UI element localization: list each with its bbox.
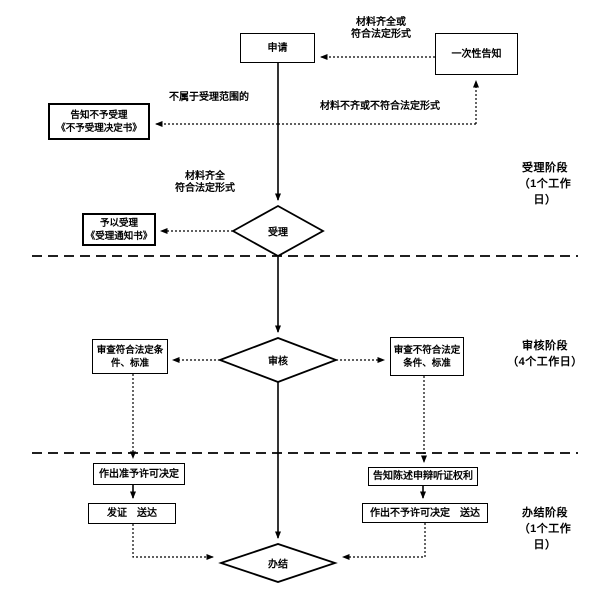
edge-label-complete-legal: 材料齐全 符合法定形式 [175,171,235,194]
stage-label-review: 审核阶段 （4个工作日） [507,340,583,368]
apply-label: 申请 [267,42,288,54]
reject-notice-box: 告知不予受理 《不予受理决定书》 [48,103,150,140]
apply-box: 申请 [240,33,315,63]
review-diamond-label: 审核 [268,356,288,368]
accept-diamond-label: 受理 [268,227,288,239]
review-diamond [217,337,339,383]
issue-deliver-label: 发证 送达 [107,508,157,519]
edge-label-incomplete: 材料不齐或不符合法定形式 [320,101,440,112]
grant-decision-label: 作出准予许可决定 [99,468,179,480]
accept-diamond [231,204,325,258]
one-time-notice-box: 一次性告知 [435,33,518,75]
reject-notice-line1: 告知不予受理 [70,109,128,121]
deny-decision-label: 作出不予许可决定 送达 [370,507,480,519]
reject-notice-line2: 《不予受理决定书》 [56,122,142,134]
review-pass-box: 审查符合法定条 件、标准 [92,339,168,374]
review-fail-box: 审查不符合法定 条件、标准 [390,337,464,376]
review-pass-line1: 审查符合法定条 [96,344,164,356]
deny-decision-box: 作出不予许可决定 送达 [362,503,488,523]
accept-notice-line1: 予以受理 [99,217,138,229]
accept-notice-line2: 《受理通知书》 [85,230,153,242]
finish-diamond-label: 办结 [268,559,288,571]
edge-label-out-of-scope: 不属于受理范围的 [169,92,249,103]
stage-label-finish: 办结阶段 （1个工作 日） [518,507,572,551]
review-pass-line2: 件、标准 [110,357,149,369]
inform-rights-label: 告知陈述申辩听证权利 [373,471,473,482]
accept-notice-box: 予以受理 《受理通知书》 [82,213,156,246]
stage-label-accept: 受理阶段 （1个工作 日） [518,162,572,206]
issue-deliver-box: 发证 送达 [88,503,176,524]
edge-deny-to-finish [342,523,426,560]
inform-rights-box: 告知陈述申辩听证权利 [368,467,478,486]
edge-issue-to-finish [132,524,214,560]
grant-decision-box: 作出准予许可决定 [93,463,185,485]
review-fail-line2: 条件、标准 [403,357,451,369]
edge-label-complete-or-legal: 材料齐全或 符合法定形式 [351,17,411,40]
one-time-notice-label: 一次性告知 [451,48,502,60]
review-fail-line1: 审查不符合法定 [393,344,461,356]
finish-diamond [218,543,338,583]
